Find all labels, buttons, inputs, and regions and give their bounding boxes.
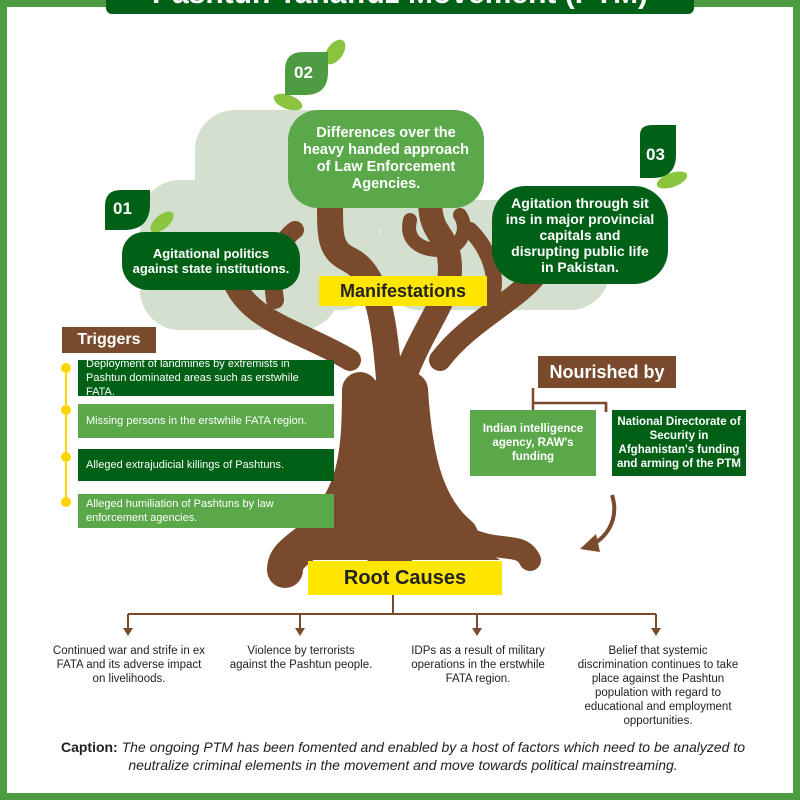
trigger-item-4: Alleged humiliation of Pashtuns by law e… (78, 494, 334, 528)
caption-text: The ongoing PTM has been fomented and en… (121, 739, 746, 773)
arrow-head (580, 534, 600, 552)
caption-label: Caption: (60, 739, 118, 755)
trigger-item-1: Deployment of landmines by extremists in… (78, 358, 334, 398)
root-cause-3: IDPs as a result of military operations … (411, 645, 545, 685)
manifestation-cloud-03: Agitation through sit ins in major provi… (492, 186, 668, 284)
nourished-item-2: National Directorate of Security in Afgh… (612, 410, 746, 476)
trigger-bullet (61, 452, 71, 462)
trigger-bullet (61, 405, 71, 415)
manifestation-number-02: 02 (294, 63, 313, 82)
manifestation-text-01: Agitational politics against state insti… (132, 246, 290, 276)
trigger-bullet (61, 497, 71, 507)
root-causes-label: Root Causes (308, 561, 502, 595)
root-cause-4: Belief that systemic discrimination cont… (577, 645, 739, 727)
page-title: Pashtun Tahaffuz Movement (PTM) (106, 0, 694, 14)
leaf-icons (150, 39, 688, 233)
nourished-connectors (531, 388, 608, 412)
caption: Caption: The ongoing PTM has been foment… (58, 738, 748, 774)
root-connectors (127, 594, 657, 630)
triggers-label: Triggers (62, 327, 156, 353)
manifestation-number-01: 01 (113, 199, 132, 218)
root-cause-2: Violence by terrorists against the Pasht… (229, 645, 373, 671)
root-arrowheads (123, 628, 661, 636)
nourished-item-1: Indian intelligence agency, RAW's fundin… (470, 410, 596, 476)
manifestation-number-03: 03 (646, 145, 665, 164)
manifestations-label: Manifestations (319, 276, 487, 306)
trigger-item-2: Missing persons in the erstwhile FATA re… (78, 404, 334, 438)
trunk-base (290, 470, 500, 560)
number-badges (105, 52, 676, 230)
manifestation-cloud-02: Differences over the heavy handed approa… (288, 110, 484, 208)
trigger-bullet (61, 363, 71, 373)
manifestation-text-03: Agitation through sit ins in major provi… (505, 195, 655, 275)
root-cause-1: Continued war and strife in ex FATA and … (52, 645, 206, 685)
manifestation-text-02: Differences over the heavy handed approa… (303, 125, 469, 192)
manifestation-cloud-01: Agitational politics against state insti… (122, 232, 300, 290)
trigger-item-3: Alleged extrajudicial killings of Pashtu… (78, 449, 334, 481)
nourished-by-label: Nourished by (538, 356, 676, 388)
